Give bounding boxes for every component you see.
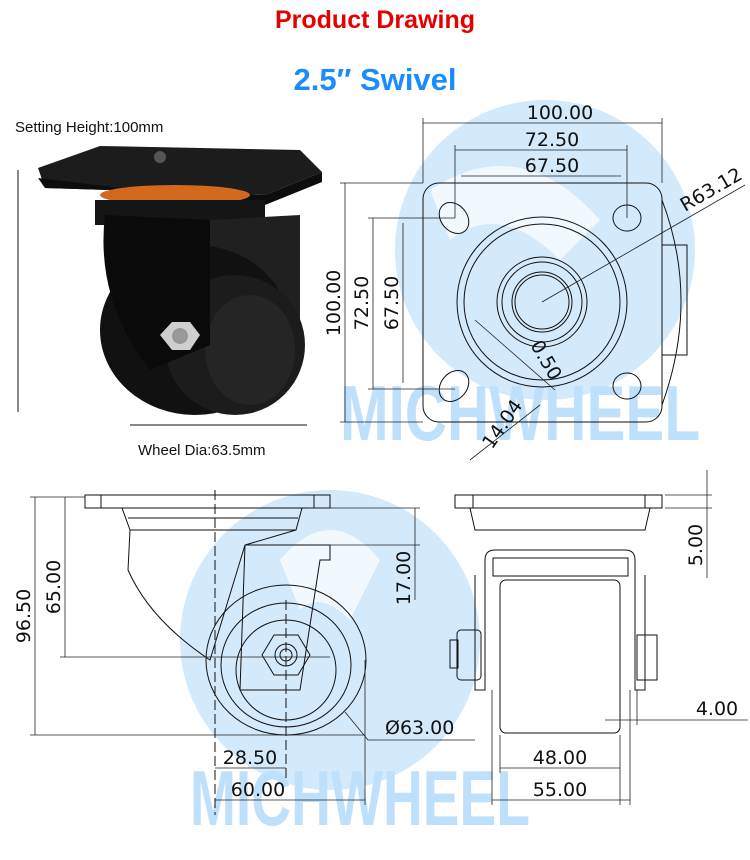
- side-view-dimension-lines: [30, 496, 475, 805]
- dim-plate-thickness: 5.00: [685, 524, 707, 566]
- dim-radius: R63.12: [677, 163, 747, 216]
- front-view: [449, 494, 663, 734]
- dim-offset: 28.50: [223, 747, 277, 769]
- top-view: [422, 182, 688, 423]
- caster-photo: [38, 146, 322, 415]
- dim-total-height: 96.50: [13, 589, 35, 643]
- product-subtitle: 2.5″ Swivel: [293, 62, 457, 97]
- dim-top-width: 100.00: [527, 102, 593, 124]
- wheel-dia-label: Wheel Dia:63.5mm: [138, 442, 266, 459]
- dim-fork-thickness: 4.00: [696, 698, 738, 720]
- side-view: [84, 490, 367, 815]
- top-view-dimension-lines: [340, 118, 746, 461]
- dim-top-vhole-inner: 67.50: [381, 276, 403, 330]
- dim-top-hole-inner: 67.50: [525, 155, 579, 177]
- dim-diameter: Ø63.00: [385, 717, 454, 739]
- dim-top-vhole-outer: 72.50: [351, 276, 373, 330]
- front-view-dimension-lines: [491, 470, 748, 805]
- dim-top-height: 100.00: [323, 270, 345, 336]
- dim-axle-height: 65.00: [43, 560, 65, 614]
- dim-wheel-width: 48.00: [533, 747, 587, 769]
- dim-fork-width: 55.00: [533, 779, 587, 801]
- dim-top-hole-outer: 72.50: [525, 129, 579, 151]
- dim-plate-to-fork: 17.00: [393, 551, 415, 605]
- page-title: Product Drawing: [274, 6, 475, 34]
- watermark-bottom: MICHWHEEL: [180, 490, 530, 842]
- svg-text:MICHWHEEL: MICHWHEEL: [190, 754, 530, 842]
- watermark-top: MICHWHEEL: [340, 100, 700, 457]
- dim-swivel-radius: 60.00: [231, 779, 285, 801]
- setting-height-label: Setting Height:100mm: [15, 119, 164, 136]
